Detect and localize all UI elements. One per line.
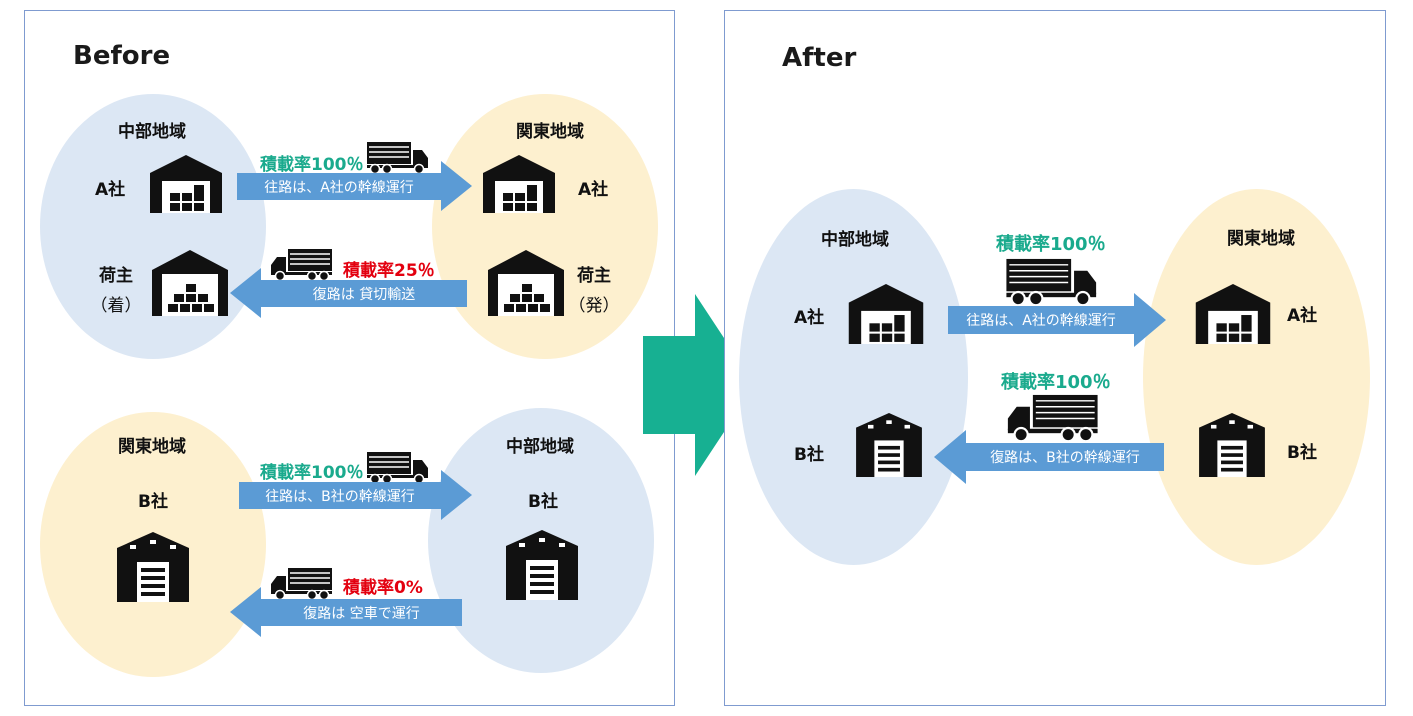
region-label: 中部地域	[506, 437, 574, 457]
outbound-arrow: 往路は、A社の幹線運行	[237, 161, 472, 211]
company-label: B社	[794, 445, 824, 465]
company-label: B社	[1287, 443, 1317, 463]
company-label: A社	[794, 308, 825, 328]
company-label: A社	[578, 180, 609, 200]
warehouse-boxes-icon	[152, 250, 228, 316]
company-label: A社	[95, 180, 126, 200]
load-rate-label: 積載率100％	[260, 155, 364, 175]
outbound-arrow: 往路は、B社の幹線運行	[239, 470, 472, 520]
return-arrow: 復路は 空車で運行	[230, 587, 462, 637]
company-label: B社	[138, 492, 168, 512]
shipper-sub-label: （発）	[568, 296, 620, 316]
before-title: Before	[73, 41, 171, 71]
warehouse-icon	[483, 155, 555, 213]
truck-icon	[271, 249, 332, 281]
region-label: 中部地域	[821, 230, 889, 250]
region-kanto-after	[1143, 189, 1370, 565]
warehouse-icon	[848, 284, 924, 344]
truck-icon	[367, 142, 428, 174]
route-label: 往路は、A社の幹線運行	[948, 306, 1134, 334]
company-label: B社	[528, 492, 558, 512]
route-label: 復路は、B社の幹線運行	[966, 443, 1164, 471]
load-rate-label: 積載率25％	[343, 261, 435, 281]
route-label: 復路は 貸切輸送	[261, 280, 467, 307]
garage-icon	[1199, 413, 1265, 477]
truck-icon	[1007, 394, 1098, 442]
warehouse-icon	[150, 155, 222, 213]
return-arrow: 復路は、B社の幹線運行	[934, 430, 1164, 484]
load-rate-label: 積載率0%	[343, 578, 423, 598]
truck-icon	[1006, 258, 1097, 306]
region-label: 関東地域	[1227, 229, 1295, 249]
warehouse-boxes-icon	[488, 250, 564, 316]
load-rate-label: 積載率100％	[1001, 372, 1111, 393]
garage-icon	[856, 413, 922, 477]
shipper-label: 荷主	[99, 266, 133, 286]
truck-icon	[271, 568, 332, 600]
outbound-arrow: 往路は、A社の幹線運行	[948, 293, 1166, 347]
load-rate-label: 積載率100％	[996, 234, 1106, 255]
shipper-sub-label: （着）	[90, 296, 142, 316]
after-title: After	[782, 43, 857, 73]
region-chubu-after	[739, 189, 968, 565]
region-label: 関東地域	[516, 122, 584, 142]
shipper-label: 荷主	[577, 266, 611, 286]
garage-icon	[117, 532, 189, 602]
route-label: 往路は、A社の幹線運行	[237, 173, 441, 200]
warehouse-icon	[1195, 284, 1271, 344]
return-arrow: 復路は 貸切輸送	[230, 268, 467, 318]
company-label: A社	[1287, 306, 1318, 326]
truck-icon	[367, 452, 428, 484]
transition-arrow-icon	[643, 294, 755, 476]
load-rate-label: 積載率100％	[260, 463, 364, 483]
route-label: 往路は、B社の幹線運行	[239, 482, 441, 509]
region-label: 関東地域	[118, 437, 186, 457]
garage-icon	[506, 530, 578, 600]
region-label: 中部地域	[118, 122, 186, 142]
route-label: 復路は 空車で運行	[261, 599, 462, 626]
